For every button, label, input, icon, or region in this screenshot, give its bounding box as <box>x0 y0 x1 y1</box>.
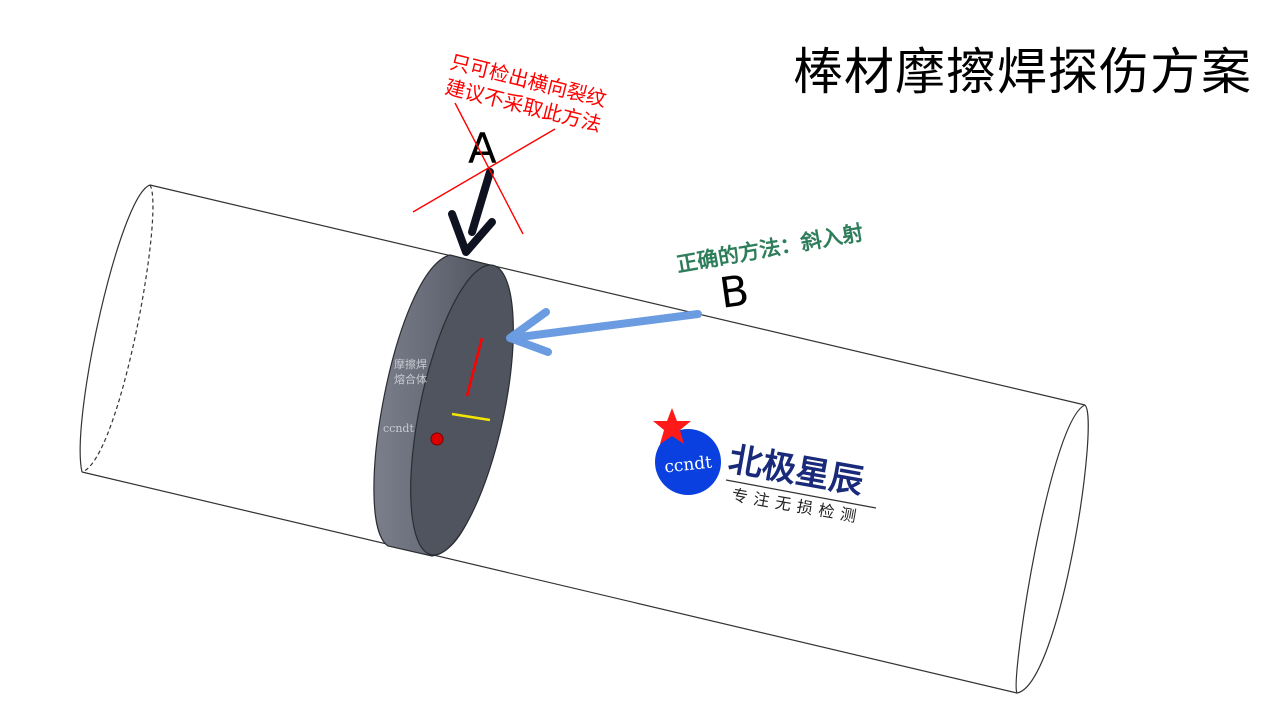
crack-longitudinal <box>451 412 491 422</box>
logo-divider <box>725 479 877 509</box>
bar-left-end-front <box>79 184 151 473</box>
slide-title: 棒材摩擦焊探伤方案 <box>793 43 1252 101</box>
bar-top-edge <box>149 184 1086 406</box>
weld-zone-mark: ccndt <box>383 422 414 435</box>
crack-transverse <box>465 337 484 397</box>
weld-zone-label-line2: 熔合体 <box>394 372 427 386</box>
bar-bottom-edge <box>81 471 1018 694</box>
weld-disc: 摩擦焊 熔合体 ccndt <box>373 254 514 557</box>
bar-left-end-back <box>81 184 154 473</box>
label-a: A <box>468 124 497 173</box>
weld-disc-face <box>410 264 514 556</box>
bar-right-end <box>1015 404 1089 694</box>
defect-dot <box>430 432 444 446</box>
arrow-a <box>448 168 496 256</box>
star-icon <box>653 408 691 444</box>
logo-badge-text: ccndt <box>663 453 713 478</box>
bar-cylinder <box>79 184 1089 694</box>
logo-badge <box>655 429 721 495</box>
label-b: B <box>717 265 752 318</box>
reject-cross <box>412 102 556 235</box>
weld-zone-label-line1: 摩擦焊 <box>394 357 427 371</box>
correct-method-note: 正确的方法：斜入射 <box>675 220 865 276</box>
logo: ccndt 北极星辰 专注无损检测 <box>653 408 877 527</box>
arrow-b <box>506 308 702 356</box>
